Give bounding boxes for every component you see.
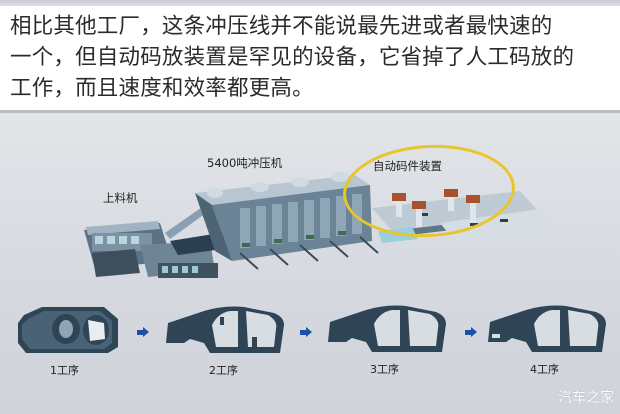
press-machine-icon xyxy=(195,172,379,270)
step-3-label: 3工序 xyxy=(370,363,399,376)
watermark: 汽车之家 xyxy=(558,390,614,406)
step-3-part-icon xyxy=(328,305,446,352)
top-strip xyxy=(0,0,620,8)
step-4-label: 4工序 xyxy=(530,363,559,376)
caption-banner: 相比其他工厂，这条冲压线并不能说最先进或者最快速的 一个，但自动码放装置是罕见的… xyxy=(0,6,620,110)
step-2-part-icon xyxy=(166,306,284,353)
step-2-label: 2工序 xyxy=(209,364,238,377)
feeder-label: 上料机 xyxy=(103,191,138,205)
stacker-label: 自动码件装置 xyxy=(373,159,442,173)
caption-line-3: 工作，而且速度和效率都更高。 xyxy=(10,76,314,101)
step-1-label: 1工序 xyxy=(50,364,79,377)
step-1-part-icon xyxy=(18,307,118,353)
step-4-part-icon xyxy=(488,305,606,352)
caption-line-1: 相比其他工厂，这条冲压线并不能说最先进或者最快速的 xyxy=(10,14,553,39)
stamping-line-illustration xyxy=(84,172,555,278)
slide-diagram: 上料机 5400吨冲压机 自动码件装置 1工序 2工序 3工序 4工序 xyxy=(0,110,620,414)
auto-stacker-icon xyxy=(372,189,555,245)
caption-line-2: 一个，但自动码放装置是罕见的设备，它省掉了人工码放的 xyxy=(10,45,575,70)
press-label: 5400吨冲压机 xyxy=(207,156,283,170)
